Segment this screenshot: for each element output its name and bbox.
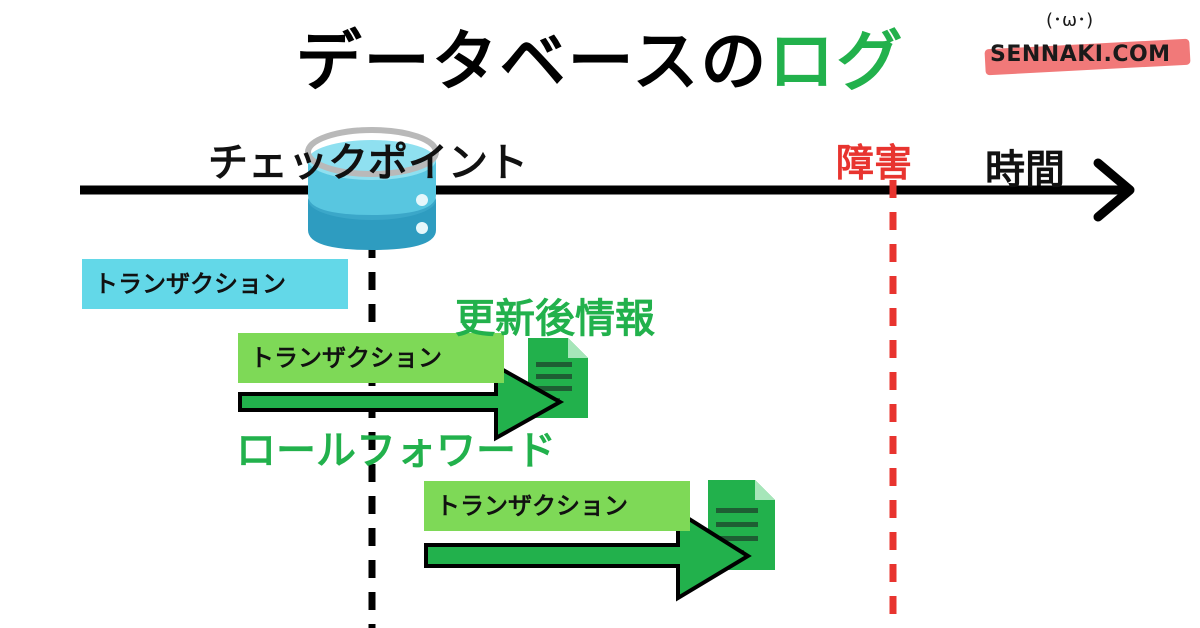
- rollforward-arrow-1: [238, 362, 565, 442]
- brand-name: SENNAKI.COM: [990, 42, 1171, 67]
- title-main: データベースの: [295, 23, 769, 100]
- rollforward-label: ロールフォワード: [236, 428, 556, 474]
- database-icon: [305, 127, 439, 250]
- brand-face: (･ω･): [1046, 10, 1094, 31]
- transaction-box-3: トランザクション: [424, 481, 690, 531]
- transaction-box-1: トランザクション: [82, 259, 348, 309]
- transaction-box-2: トランザクション: [238, 333, 504, 383]
- fault-label: 障害: [836, 141, 913, 185]
- rollforward-arrow-2: [424, 508, 752, 602]
- after-image-label: 更新後情報: [455, 296, 655, 342]
- time-axis-arrowhead: [1093, 158, 1135, 222]
- time-label: 時間: [985, 147, 1065, 193]
- title-accent: ログ: [768, 23, 905, 100]
- page-title: データベースのログ: [0, 8, 1200, 104]
- checkpoint-label: チェックポイント: [208, 140, 528, 186]
